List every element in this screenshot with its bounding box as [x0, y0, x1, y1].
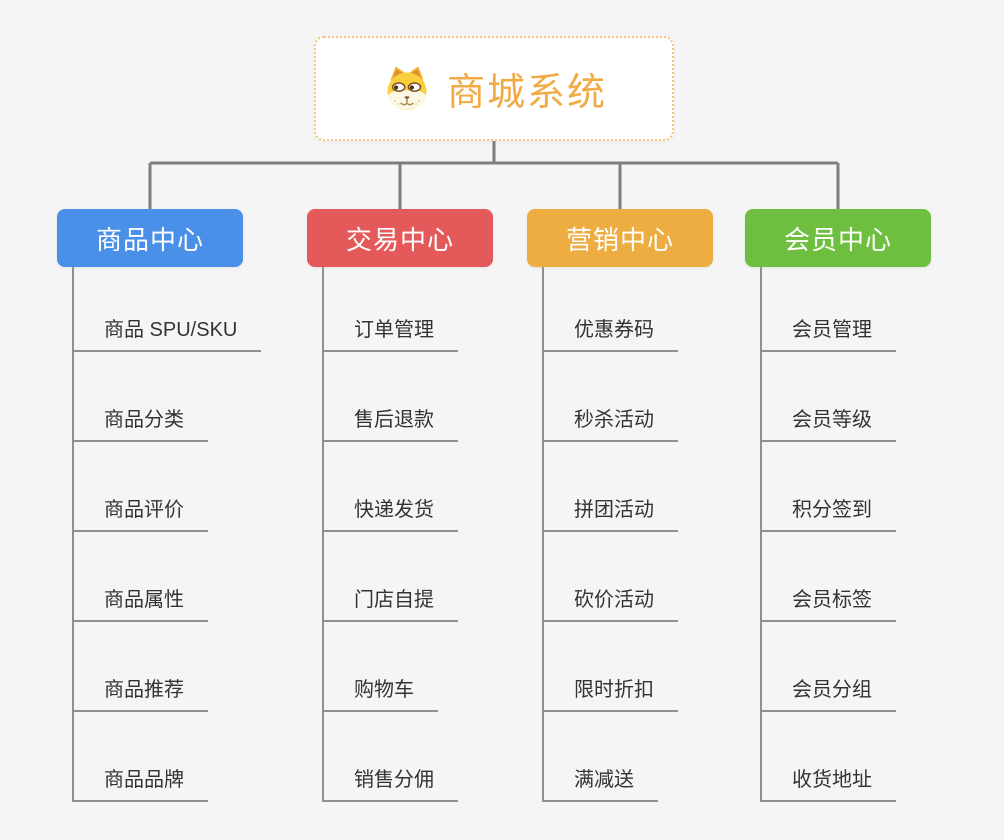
child-label: 会员等级	[762, 403, 896, 442]
child-node[interactable]: 拼团活动	[544, 442, 678, 532]
child-label: 优惠券码	[544, 313, 678, 352]
child-label: 会员管理	[762, 313, 896, 352]
child-node[interactable]: 商品评价	[74, 442, 261, 532]
child-node[interactable]: 销售分佣	[324, 712, 458, 802]
child-label: 商品评价	[74, 493, 208, 532]
child-node[interactable]: 门店自提	[324, 532, 458, 622]
root-title: 商城系统	[446, 72, 607, 114]
branch-product-center: 商品中心 商品 SPU/SKU 商品分类 商品评价 商品属性 商品推荐 商品品牌	[57, 209, 317, 802]
branch-marketing-center: 营销中心 优惠券码 秒杀活动 拼团活动 砍价活动 限时折扣 满减送	[527, 209, 787, 802]
root-topic[interactable]: 商城系统	[314, 36, 674, 141]
child-node[interactable]: 会员分组	[762, 622, 896, 712]
child-node[interactable]: 商品 SPU/SKU	[74, 267, 262, 352]
child-label: 商品属性	[74, 583, 208, 622]
child-label: 快递发货	[324, 493, 458, 532]
child-label: 商品推荐	[74, 673, 208, 712]
branch-node-marketing-center[interactable]: 营销中心	[527, 209, 713, 267]
child-list-member: 会员管理 会员等级 积分签到 会员标签 会员分组 收货地址	[760, 267, 896, 802]
child-list-trade: 订单管理 售后退款 快递发货 门店自提 购物车 销售分佣	[322, 267, 458, 802]
child-node[interactable]: 会员标签	[762, 532, 896, 622]
child-node[interactable]: 积分签到	[762, 442, 896, 532]
dog-face-icon	[381, 65, 433, 113]
child-node[interactable]: 商品推荐	[74, 622, 261, 712]
branch-node-trade-center[interactable]: 交易中心	[307, 209, 493, 267]
child-label: 砍价活动	[544, 583, 678, 622]
child-node[interactable]: 会员管理	[762, 267, 896, 352]
child-label: 限时折扣	[544, 673, 678, 712]
child-node[interactable]: 满减送	[544, 712, 678, 802]
child-node[interactable]: 收货地址	[762, 712, 896, 802]
child-label: 商品品牌	[74, 763, 208, 802]
child-node[interactable]: 商品分类	[74, 352, 261, 442]
branch-node-product-center[interactable]: 商品中心	[57, 209, 243, 267]
child-label: 会员标签	[762, 583, 896, 622]
child-label: 秒杀活动	[544, 403, 678, 442]
child-label: 商品分类	[74, 403, 208, 442]
branch-trade-center: 交易中心 订单管理 售后退款 快递发货 门店自提 购物车 销售分佣	[307, 209, 567, 802]
child-label: 收货地址	[762, 763, 896, 802]
child-node[interactable]: 快递发货	[324, 442, 458, 532]
branch-member-center: 会员中心 会员管理 会员等级 积分签到 会员标签 会员分组 收货地址	[745, 209, 1004, 802]
child-label: 拼团活动	[544, 493, 678, 532]
child-node[interactable]: 秒杀活动	[544, 352, 678, 442]
child-node[interactable]: 优惠券码	[544, 267, 678, 352]
child-list-marketing: 优惠券码 秒杀活动 拼团活动 砍价活动 限时折扣 满减送	[542, 267, 678, 802]
child-node[interactable]: 限时折扣	[544, 622, 678, 712]
child-node[interactable]: 砍价活动	[544, 532, 678, 622]
child-label: 购物车	[324, 673, 438, 712]
child-label: 销售分佣	[324, 763, 458, 802]
child-node[interactable]: 售后退款	[324, 352, 458, 442]
child-node[interactable]: 购物车	[324, 622, 458, 712]
child-label: 商品 SPU/SKU	[74, 313, 262, 352]
branch-node-member-center[interactable]: 会员中心	[745, 209, 931, 267]
child-node[interactable]: 订单管理	[324, 267, 458, 352]
child-label: 积分签到	[762, 493, 896, 532]
child-node[interactable]: 商品属性	[74, 532, 261, 622]
child-label: 售后退款	[324, 403, 458, 442]
child-label: 满减送	[544, 763, 658, 802]
child-label: 会员分组	[762, 673, 896, 712]
child-node[interactable]: 会员等级	[762, 352, 896, 442]
child-label: 订单管理	[324, 313, 458, 352]
child-label: 门店自提	[324, 583, 458, 622]
child-list-product: 商品 SPU/SKU 商品分类 商品评价 商品属性 商品推荐 商品品牌	[72, 267, 262, 802]
child-node[interactable]: 商品品牌	[74, 712, 261, 802]
